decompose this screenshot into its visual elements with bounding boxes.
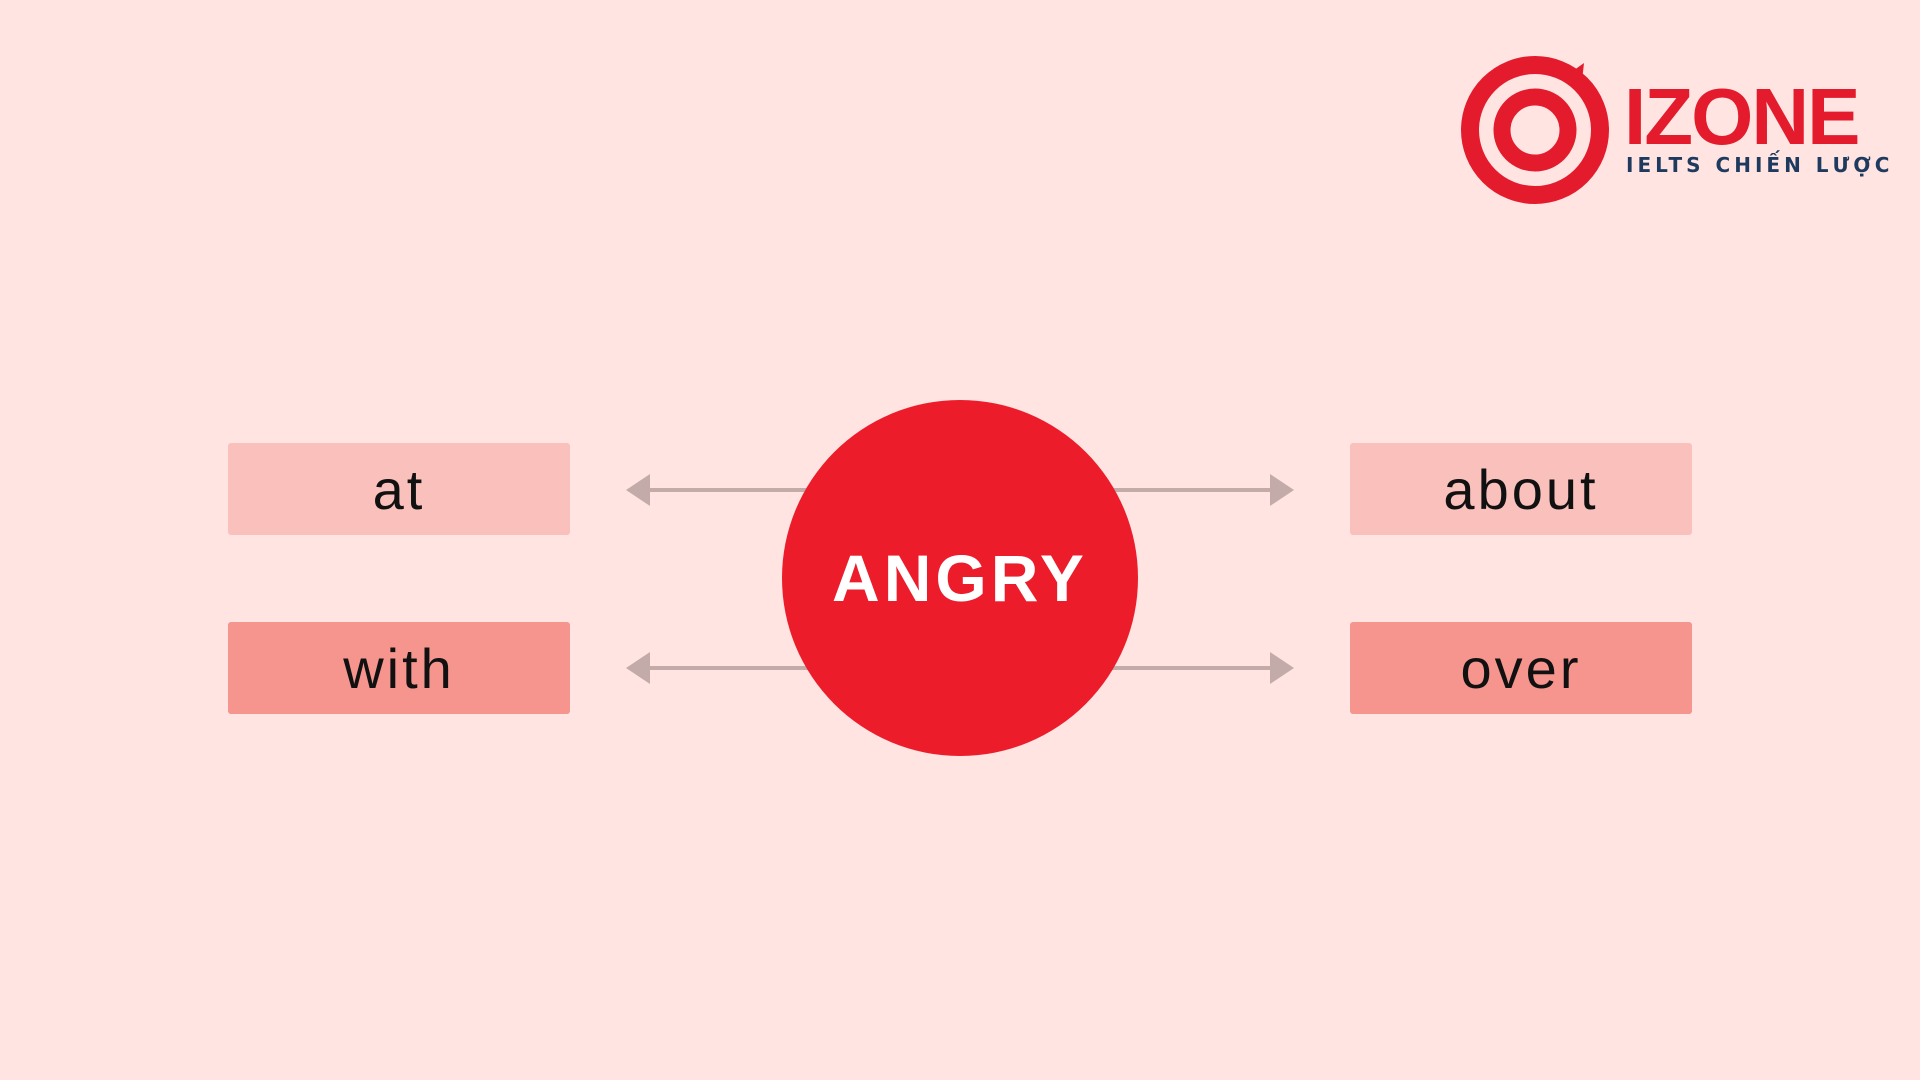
arrow-right-bottom	[1112, 652, 1294, 684]
center-word-circle: ANGRY	[782, 400, 1138, 756]
preposition-label: about	[1443, 457, 1599, 521]
preposition-box-at: at	[228, 443, 570, 535]
arrow-right-top	[1112, 474, 1294, 506]
preposition-box-about: about	[1350, 443, 1692, 535]
preposition-label: with	[343, 636, 455, 700]
logo-tagline: IELTS CHIẾN LƯỢC	[1626, 153, 1894, 177]
preposition-box-over: over	[1350, 622, 1692, 714]
logo-wordmark: IZONE	[1624, 72, 1860, 161]
preposition-label: at	[372, 457, 426, 521]
preposition-label: over	[1460, 636, 1582, 700]
preposition-box-with: with	[228, 622, 570, 714]
izone-logo: IZONE IELTS CHIẾN LƯỢC	[1460, 55, 1889, 205]
center-word: ANGRY	[832, 541, 1088, 615]
target-icon	[1461, 56, 1609, 204]
arrow-left-bottom	[626, 652, 808, 684]
arrow-left-top	[626, 474, 808, 506]
